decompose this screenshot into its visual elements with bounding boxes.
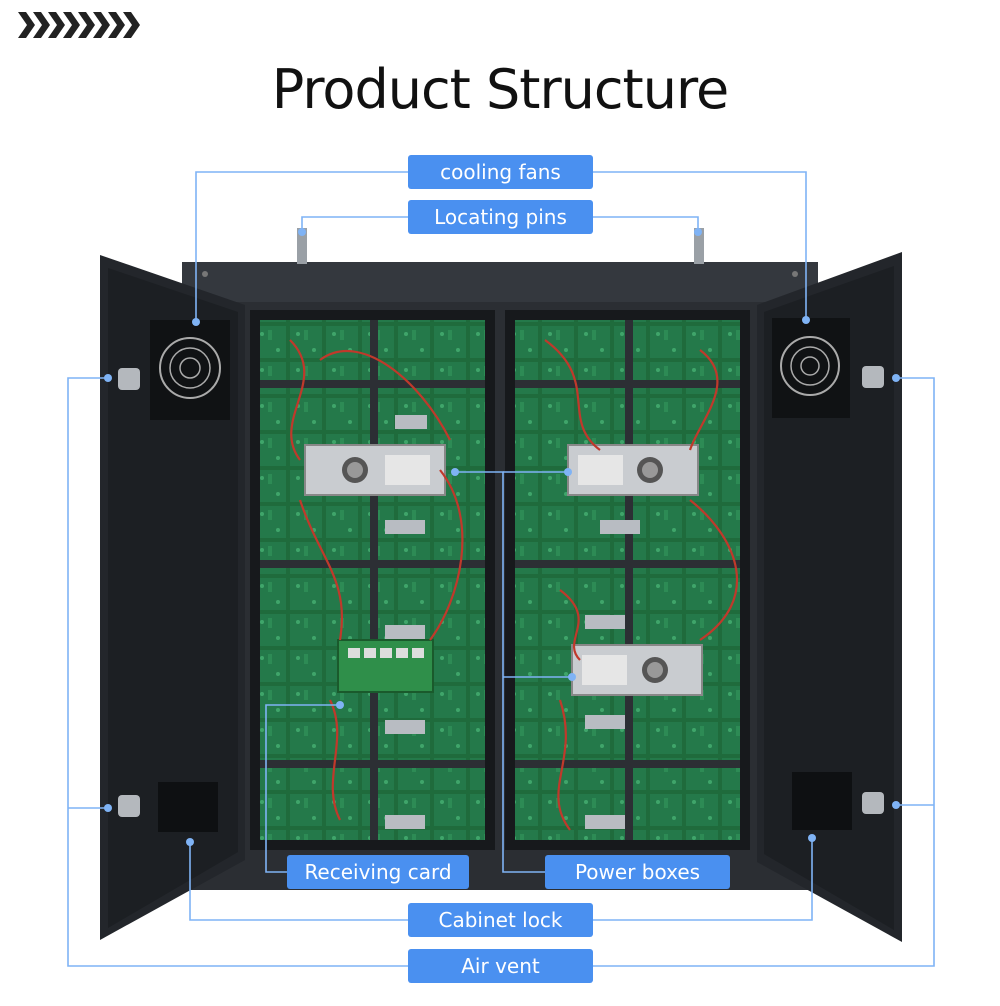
chevron-arrows-icon <box>18 12 140 38</box>
module-bays <box>250 310 750 850</box>
power-box-2 <box>567 444 699 496</box>
air-vent-right <box>792 772 852 830</box>
label-cabinet-lock: Cabinet lock <box>408 903 593 937</box>
cabinet-lock-left-top <box>118 368 140 390</box>
cabinet-lock-left-bottom <box>118 795 140 817</box>
left-door <box>100 255 245 940</box>
air-vent-left <box>158 782 218 832</box>
connector-lines <box>67 171 935 967</box>
power-box-3 <box>571 644 703 696</box>
cabinet-lock-right-bottom <box>862 792 884 814</box>
power-box-1 <box>304 444 446 496</box>
locating-pin-right <box>694 228 704 264</box>
page-title: Product Structure <box>271 58 729 121</box>
cooling-fan-left <box>150 320 230 420</box>
label-receiving-card: Receiving card <box>287 855 469 889</box>
locating-pin-left <box>297 228 307 264</box>
cabinet-lock-right-top <box>862 366 884 388</box>
receiving-card <box>337 639 434 693</box>
cooling-fan-right <box>772 318 850 418</box>
label-locating-pins: Locating pins <box>408 200 593 234</box>
label-cooling-fans: cooling fans <box>408 155 593 189</box>
label-power-boxes: Power boxes <box>545 855 730 889</box>
label-air-vent: Air vent <box>408 949 593 983</box>
right-door <box>757 252 902 942</box>
